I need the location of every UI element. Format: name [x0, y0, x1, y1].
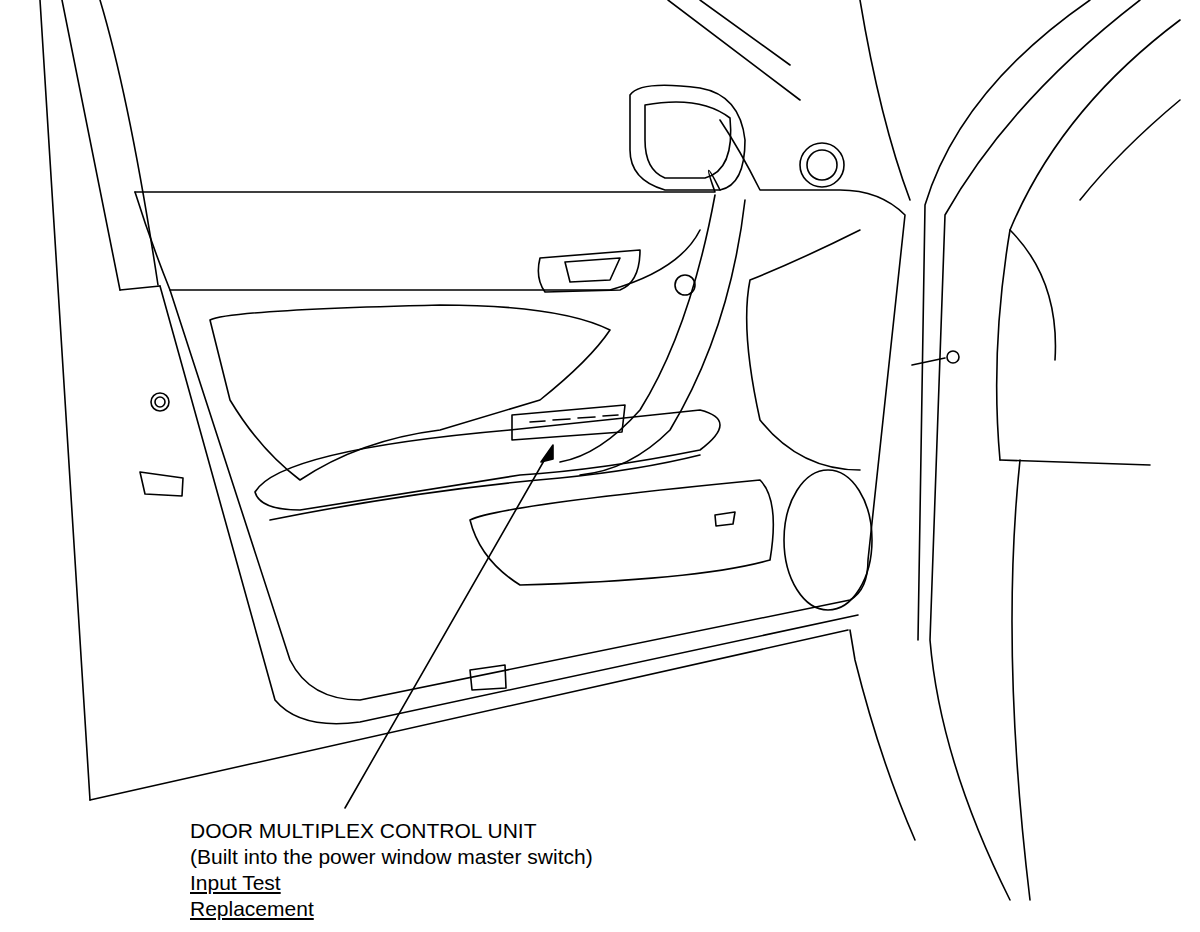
- armrest-edge: [270, 455, 700, 520]
- trim-panel: [747, 230, 860, 470]
- trim-insert: [210, 305, 610, 480]
- trim-top: [135, 170, 720, 192]
- trim-upper: [170, 230, 700, 290]
- leader-line: [345, 452, 549, 808]
- seat-line: [1012, 460, 1030, 900]
- body-hole: [140, 472, 183, 496]
- body-line: [40, 0, 90, 800]
- armrest: [255, 410, 720, 510]
- striker: [912, 358, 945, 365]
- window-frame: [668, 0, 800, 100]
- window-frame: [860, 0, 910, 200]
- speaker: [784, 470, 872, 610]
- lock-knob: [675, 275, 695, 295]
- switch-buttons: [530, 415, 618, 422]
- door-edge: [918, 0, 1090, 640]
- power-window-master-switch: [512, 405, 625, 440]
- pocket-clip: [715, 512, 735, 526]
- part-label: DOOR MULTIPLEX CONTROL UNIT: [190, 819, 537, 843]
- body-opening: [930, 0, 1140, 900]
- door-pocket: [470, 480, 773, 585]
- body-hole: [155, 397, 165, 407]
- window-frame: [700, 0, 790, 65]
- part-label: Input Test: [190, 871, 281, 895]
- seat-line: [997, 20, 1180, 460]
- door-mirror: [630, 85, 745, 190]
- tweeter: [807, 150, 837, 180]
- seat-line: [1010, 230, 1055, 360]
- door-mirror: [645, 102, 731, 178]
- part-label: (Built into the power window master swit…: [190, 845, 593, 869]
- striker: [947, 351, 959, 363]
- arrowhead: [541, 445, 553, 462]
- door-bottom-edge: [90, 630, 848, 800]
- trim-clip: [470, 665, 506, 690]
- seat-line: [1080, 100, 1180, 200]
- tweeter: [800, 143, 844, 187]
- body-line: [100, 0, 158, 285]
- body-hole: [151, 393, 169, 411]
- trim-lower: [160, 286, 858, 724]
- inner-door-handle: [565, 258, 620, 282]
- body-line: [120, 286, 160, 290]
- door-trim: [135, 85, 905, 723]
- inner-door-handle: [538, 250, 640, 292]
- body-line: [850, 630, 915, 840]
- leader: [345, 445, 553, 808]
- part-label: Replacement: [190, 897, 314, 921]
- seat-line: [1000, 460, 1150, 465]
- body-frame: [40, 0, 1180, 900]
